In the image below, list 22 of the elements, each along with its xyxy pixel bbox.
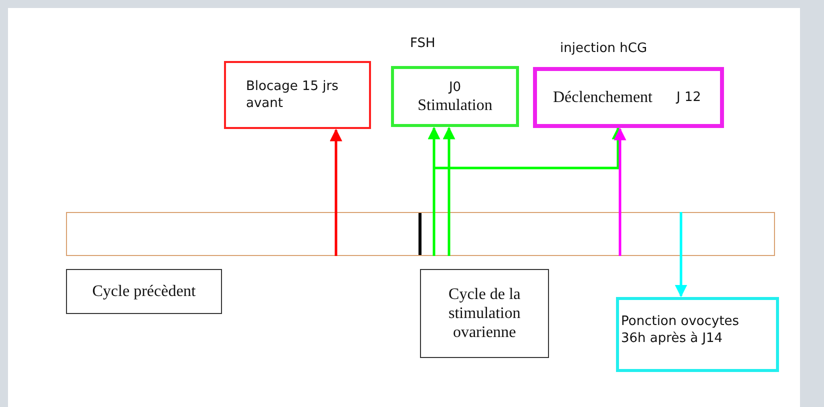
event-box	[533, 67, 724, 128]
event-box	[616, 297, 779, 372]
arrow	[442, 126, 456, 256]
box-sublabel: J 12	[676, 89, 702, 106]
event-box	[391, 66, 519, 127]
box-sublabel: Stimulation	[416, 96, 494, 114]
box-label: Ponction ovocytes 36h après à J14	[621, 312, 740, 346]
annotation-text: injection hCG	[560, 41, 648, 56]
arrow	[428, 126, 440, 256]
box-label: Blocage 15 jrs avant	[246, 78, 340, 112]
arrow	[674, 212, 688, 298]
box-label: Cycle de la stimulation ovarienne	[448, 285, 522, 342]
annotation-text: FSH	[410, 36, 436, 51]
timeline-bar	[66, 212, 775, 256]
box-label: Cycle précèdent	[91, 282, 197, 301]
arrow	[330, 128, 342, 256]
event-box	[224, 61, 371, 129]
box-label: J0	[447, 78, 462, 96]
phase-box	[66, 269, 222, 314]
arrow	[614, 128, 626, 256]
phase-box	[420, 269, 549, 358]
box-label: Déclenchement	[553, 88, 652, 107]
